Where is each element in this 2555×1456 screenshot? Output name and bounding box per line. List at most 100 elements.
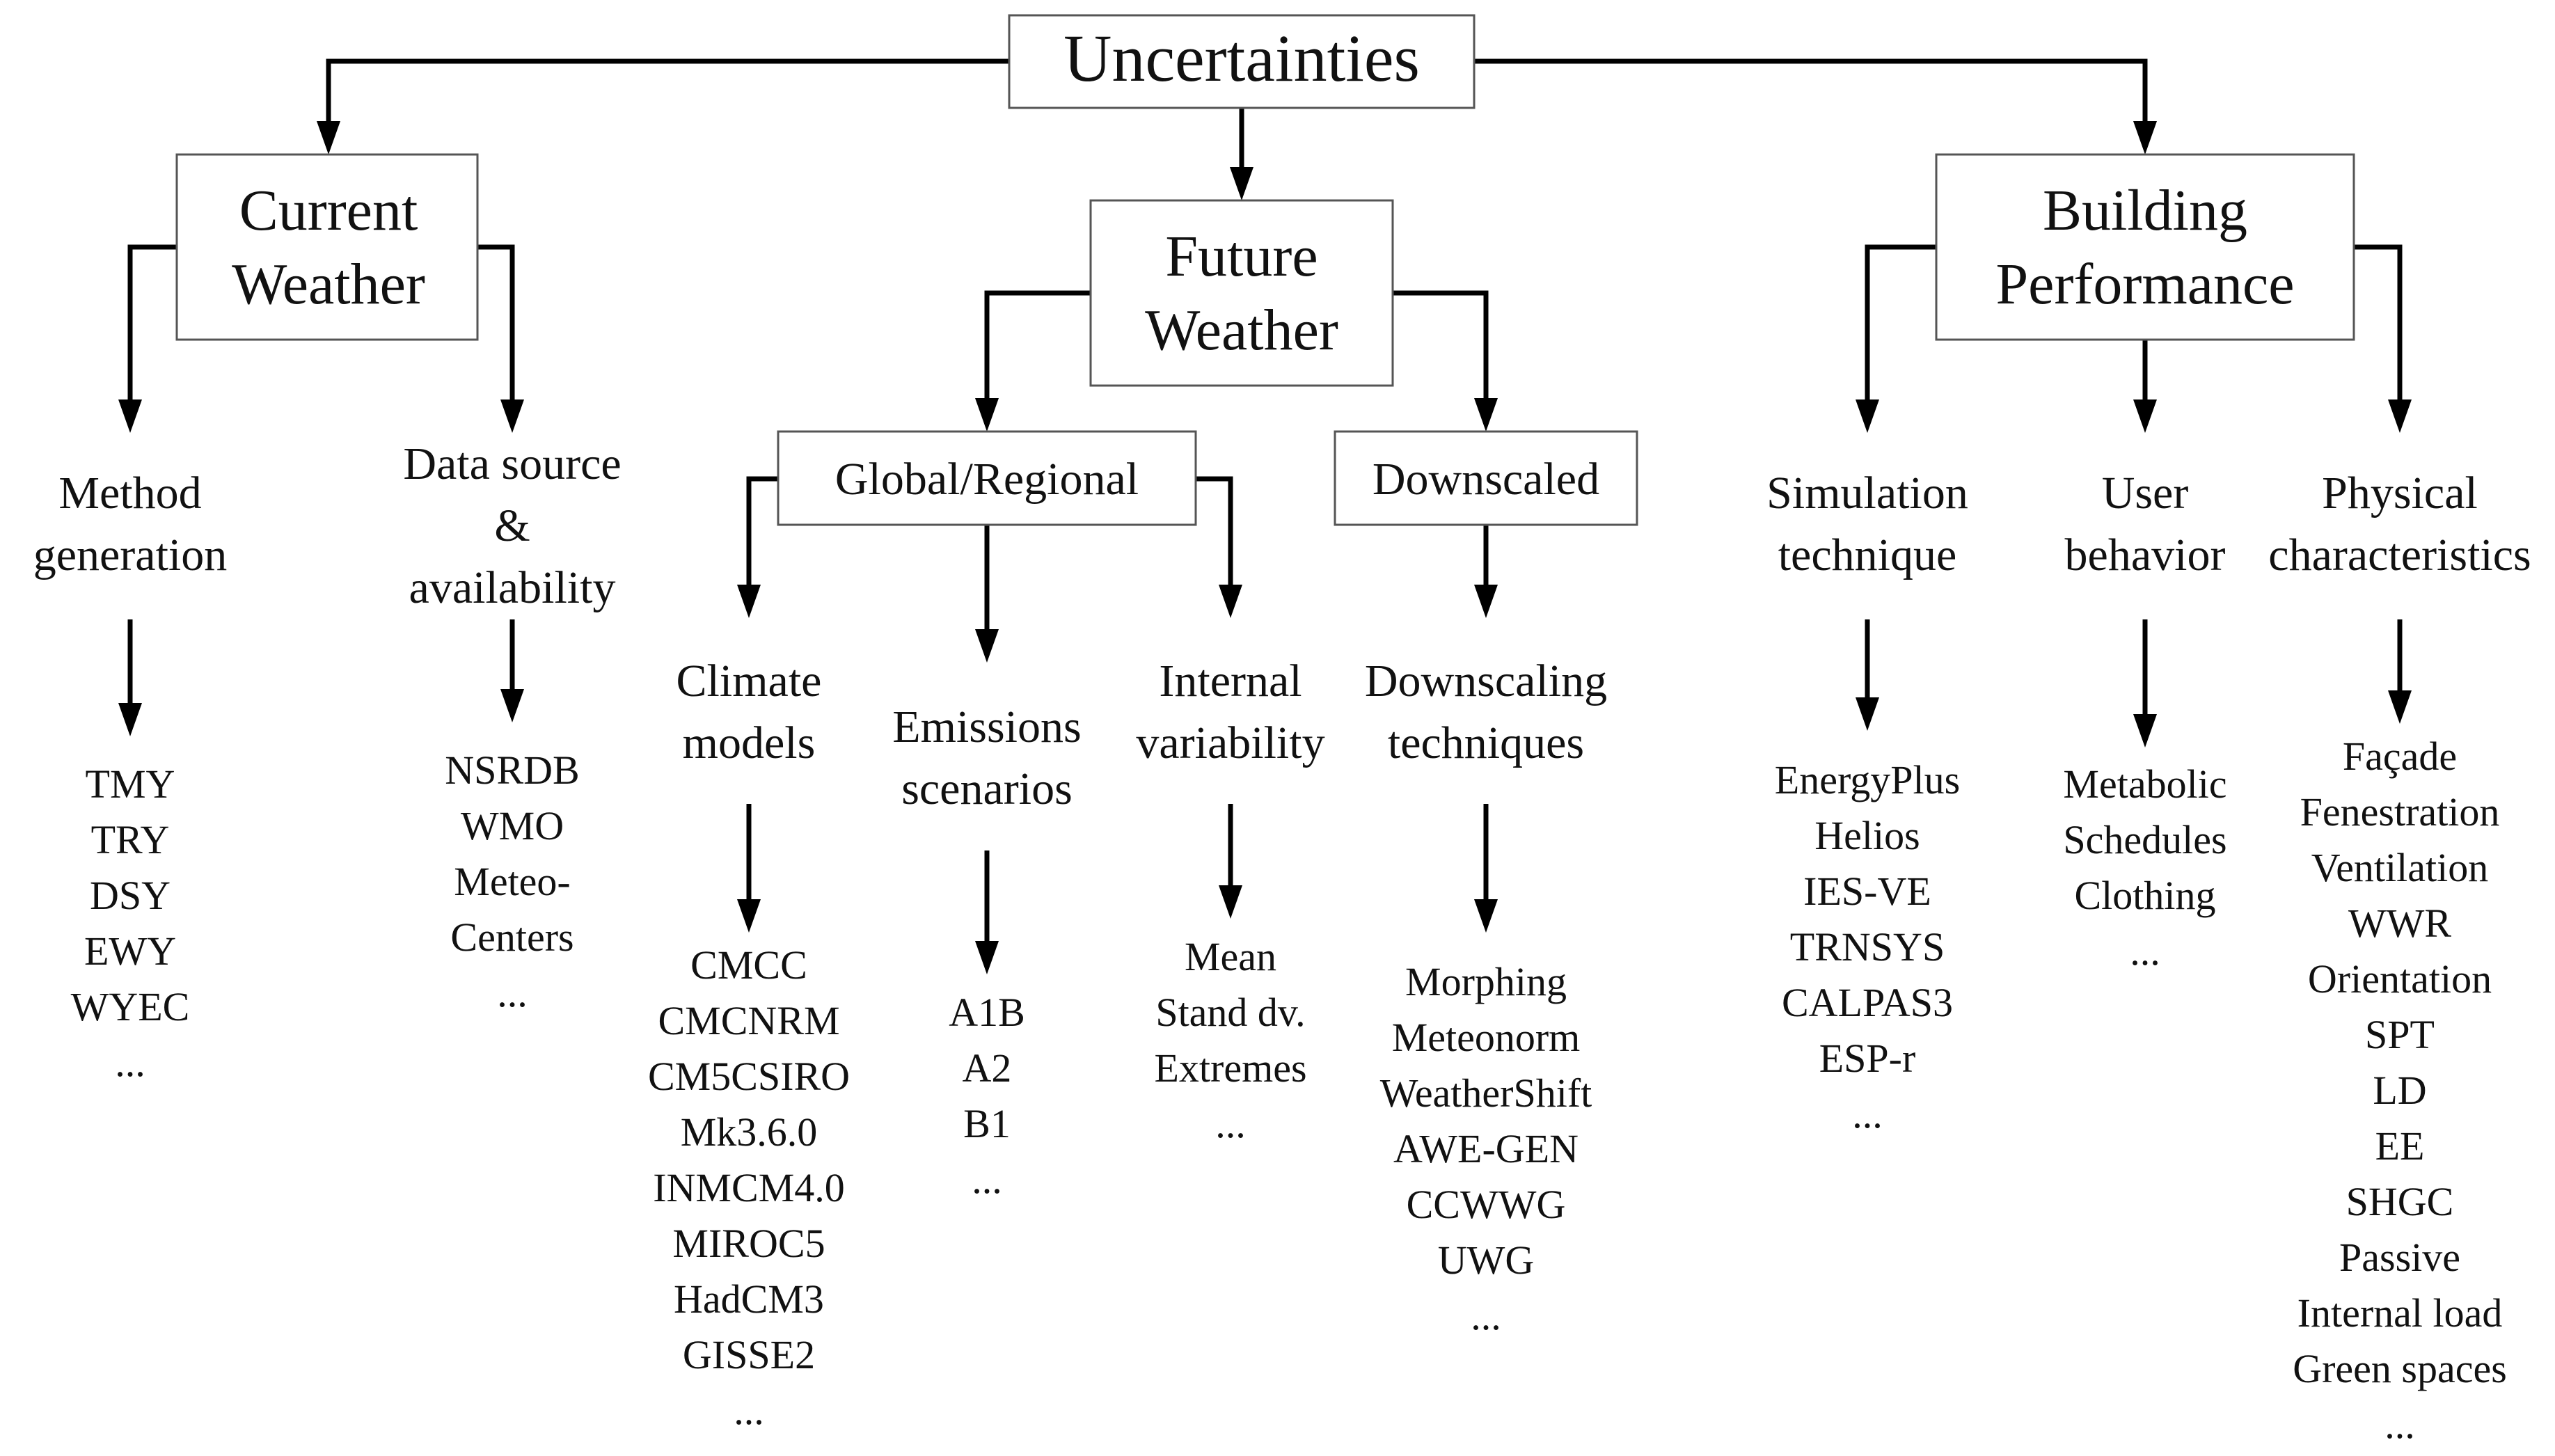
physical-characteristics-arrow-head <box>2388 690 2412 724</box>
current-to-datasource <box>477 244 515 412</box>
method-generation-item-0: TMY <box>86 761 175 807</box>
physical-characteristics-item-9: Passive <box>2339 1235 2460 1280</box>
current-to-method <box>127 244 177 412</box>
physical-characteristics-item-4: Orientation <box>2308 956 2492 1002</box>
method-generation-arrow-head <box>118 703 142 736</box>
physical-characteristics-item-12: ... <box>2384 1402 2415 1447</box>
climate-models-item-8: ... <box>734 1388 764 1433</box>
data-source-label-1: & <box>494 500 530 551</box>
internal-variability-label-1: variability <box>1136 718 1324 768</box>
building-to-simulation-head <box>1856 399 1879 433</box>
downscaling-techniques-label-1: techniques <box>1388 718 1584 768</box>
climate-models-item-2: CM5CSIRO <box>648 1054 850 1099</box>
physical-characteristics-item-0: Façade <box>2343 734 2457 779</box>
downscaling-techniques-item-1: Meteonorm <box>1392 1015 1581 1060</box>
climate-models-label-1: models <box>683 718 816 768</box>
data-source-item-0: NSRDB <box>445 747 579 793</box>
method-generation-item-1: TRY <box>91 817 170 862</box>
internal-variability-label-0: Internal <box>1159 656 1302 706</box>
emissions-scenarios-item-1: A2 <box>963 1045 1012 1091</box>
current-weather-title-0: Current <box>239 178 418 243</box>
root-to-future-head <box>1230 167 1253 200</box>
building-to-physical-head <box>2388 399 2412 433</box>
root-to-building <box>1474 58 2148 134</box>
root-title-0: Uncertainties <box>1063 21 1420 95</box>
physical-characteristics-item-1: Fenestration <box>2300 789 2500 834</box>
simulation-technique-item-1: Helios <box>1814 813 1920 858</box>
physical-characteristics-item-8: SHGC <box>2346 1179 2454 1224</box>
method-generation-label-1: generation <box>33 530 228 580</box>
user-behavior-item-3: ... <box>2130 928 2160 974</box>
internal-variability-item-3: ... <box>1215 1101 1246 1146</box>
future-weather-title-0: Future <box>1165 224 1318 289</box>
user-behavior-item-1: Schedules <box>2063 817 2226 862</box>
simulation-technique-item-6: ... <box>1852 1091 1883 1137</box>
current-to-datasource-head <box>500 399 524 433</box>
building-performance-title-0: Building <box>2043 178 2247 243</box>
simulation-technique-item-5: ESP-r <box>1819 1036 1916 1081</box>
root-to-current-head <box>317 121 340 155</box>
simulation-technique-item-3: TRNSYS <box>1790 924 1945 970</box>
physical-characteristics-item-11: Green spaces <box>2293 1346 2507 1391</box>
physical-characteristics-item-10: Internal load <box>2297 1290 2503 1336</box>
method-generation-label-0: Method <box>58 468 201 519</box>
user-behavior-label-0: User <box>2102 468 2189 519</box>
emissions-scenarios-item-3: ... <box>972 1157 1002 1202</box>
internal-variability-item-1: Stand dv. <box>1155 990 1305 1035</box>
climate-models-item-1: CMCNRM <box>658 998 839 1043</box>
data-source-label-0: Data source <box>403 438 621 489</box>
method-generation-item-5: ... <box>115 1040 145 1085</box>
data-source-arrow-head <box>500 689 524 722</box>
global-to-internal-head <box>1219 585 1242 618</box>
data-source-label-2: availability <box>409 562 616 613</box>
physical-characteristics-item-5: SPT <box>2365 1012 2435 1057</box>
building-to-physical <box>2354 244 2403 412</box>
downscaling-techniques-item-0: Morphing <box>1405 959 1567 1004</box>
climate-models-item-3: Mk3.6.0 <box>681 1109 818 1155</box>
downscaled-to-techniques-head <box>1474 585 1498 618</box>
emissions-scenarios-label-1: scenarios <box>901 763 1073 814</box>
user-behavior-item-0: Metabolic <box>2063 761 2226 807</box>
user-behavior-item-2: Clothing <box>2074 873 2215 918</box>
climate-models-item-0: CMCC <box>690 942 807 988</box>
data-source-item-2: Meteo- <box>454 859 571 904</box>
emissions-scenarios-item-2: B1 <box>963 1101 1011 1146</box>
downscaling-techniques-item-2: WeatherShift <box>1380 1070 1592 1116</box>
global-regional-title-0: Global/Regional <box>835 454 1139 505</box>
global-to-internal <box>1196 476 1233 597</box>
physical-characteristics-item-3: WWR <box>2348 901 2451 946</box>
global-to-climate <box>746 476 778 597</box>
physical-characteristics-item-2: Ventilation <box>2311 845 2489 890</box>
physical-characteristics-label-1: characteristics <box>2268 530 2531 580</box>
simulation-technique-item-2: IES-VE <box>1803 869 1931 914</box>
emissions-scenarios-arrow-head <box>975 941 999 974</box>
climate-models-arrow-head <box>737 899 761 933</box>
internal-variability-arrow-head <box>1219 885 1242 919</box>
root-to-building-head <box>2133 121 2157 155</box>
global-to-emissions-head <box>975 629 999 663</box>
downscaling-techniques-item-6: ... <box>1471 1293 1501 1338</box>
building-performance-box <box>1935 153 2355 341</box>
building-to-user-head <box>2133 399 2157 433</box>
simulation-technique-arrow-head <box>1856 697 1879 731</box>
building-to-simulation <box>1865 244 1936 412</box>
climate-models-item-4: INMCM4.0 <box>653 1165 845 1210</box>
climate-models-item-7: GISSE2 <box>683 1332 815 1377</box>
method-generation-item-4: WYEC <box>71 984 190 1029</box>
future-weather-title-1: Weather <box>1145 298 1338 363</box>
internal-variability-item-0: Mean <box>1185 934 1276 979</box>
building-performance-title-1: Performance <box>1995 252 2294 317</box>
global-to-climate-head <box>737 585 761 618</box>
climate-models-item-6: HadCM3 <box>674 1276 824 1322</box>
future-to-global-head <box>975 398 999 432</box>
future-weather-box <box>1089 199 1394 387</box>
simulation-technique-item-0: EnergyPlus <box>1775 757 1960 802</box>
method-generation-item-3: EWY <box>84 928 176 974</box>
downscaling-techniques-item-4: CCWWG <box>1407 1182 1566 1227</box>
root-to-current <box>326 58 1009 134</box>
downscaling-techniques-item-3: AWE-GEN <box>1393 1126 1579 1171</box>
physical-characteristics-item-6: LD <box>2373 1068 2426 1113</box>
current-to-method-head <box>118 399 142 433</box>
global-regional-box <box>777 430 1197 526</box>
connectors <box>118 58 2412 974</box>
